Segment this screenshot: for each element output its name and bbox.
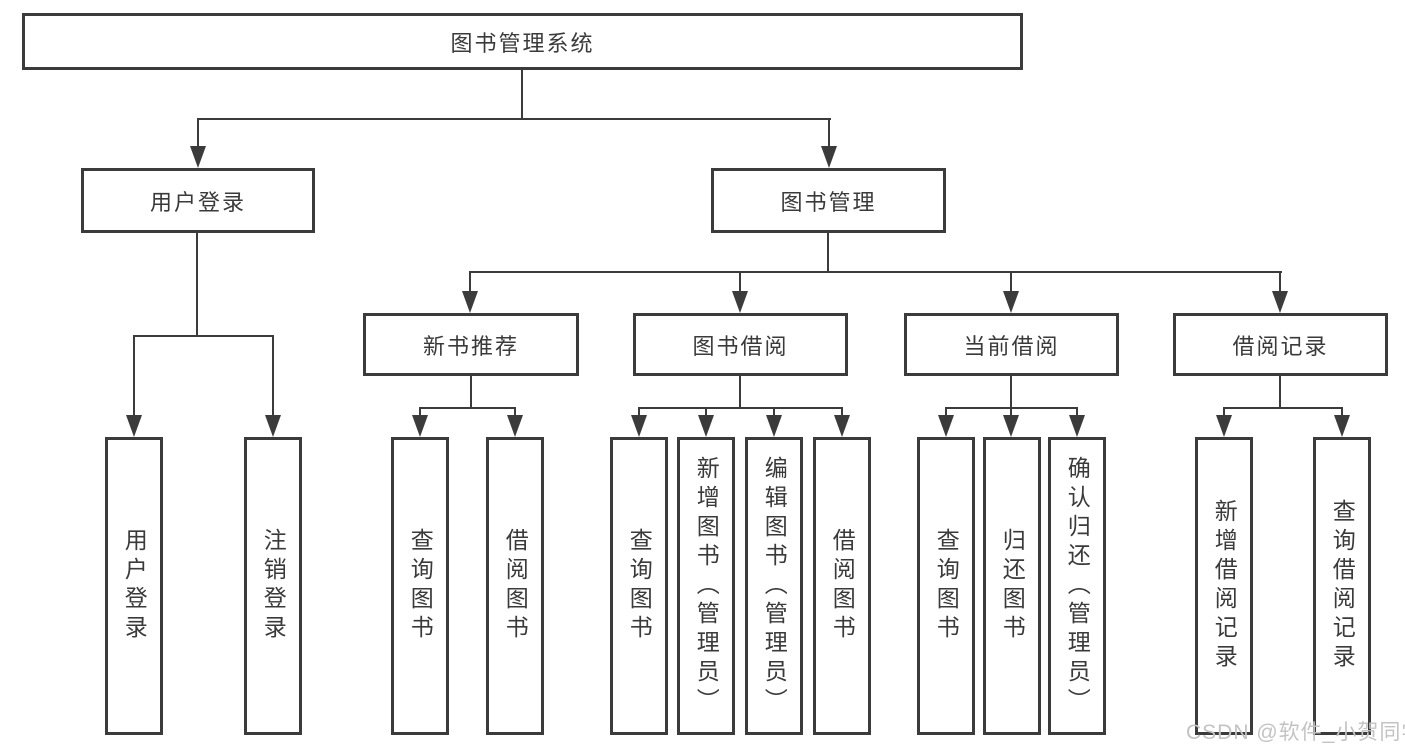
node-label: 编辑图书（管理员）: [761, 455, 788, 717]
arrow-down-icon: [766, 415, 782, 437]
arrow-down-icon: [1069, 415, 1085, 437]
arrow-down-icon: [1334, 415, 1350, 437]
leaf-borrow-books-recommend: 借阅图书: [486, 437, 544, 735]
leaf-add-books-admin: 新增图书（管理员）: [677, 437, 735, 735]
node-book-management: 图书管理: [711, 168, 946, 233]
connector-stem: [828, 118, 830, 148]
connector-stem: [945, 407, 947, 417]
arrow-down-icon: [462, 291, 478, 313]
csdn-watermark: CSDN @软件_小贺同学: [1186, 721, 1405, 744]
connector-records-spread: [1223, 407, 1343, 409]
node-label: 查询图书: [407, 528, 434, 644]
node-label: 注销登录: [260, 528, 287, 644]
connector-stem: [272, 335, 274, 417]
connector-stem: [638, 407, 640, 417]
arrow-down-icon: [126, 415, 142, 437]
node-label: 用户登录: [121, 528, 148, 644]
connector-stem: [1010, 407, 1012, 417]
node-label: 新增借阅记录: [1211, 499, 1238, 673]
connector-stem: [197, 118, 199, 148]
arrow-down-icon: [1216, 415, 1232, 437]
node-new-book-recommend: 新书推荐: [363, 313, 579, 376]
connector-login-spread: [133, 335, 274, 337]
connector-borrowing-spread: [638, 407, 843, 409]
leaf-return-books: 归还图书: [983, 437, 1041, 735]
node-current-borrowing: 当前借阅: [904, 313, 1119, 376]
node-label: 借阅记录: [1232, 333, 1329, 359]
connector-stem: [419, 407, 421, 417]
arrow-down-icon: [698, 415, 714, 437]
connector-login-down: [196, 233, 198, 337]
connector-stem: [514, 407, 516, 417]
leaf-query-books-borrowing: 查询图书: [610, 437, 668, 735]
arrow-down-icon: [412, 415, 428, 437]
arrow-down-icon: [938, 415, 954, 437]
arrow-down-icon: [834, 415, 850, 437]
leaf-query-books-current: 查询图书: [917, 437, 975, 735]
arrow-down-icon: [1003, 291, 1019, 313]
node-label: 图书管理: [780, 189, 877, 215]
connector-stem: [739, 271, 741, 293]
arrow-down-icon: [732, 291, 748, 313]
connector-stem: [1076, 407, 1078, 417]
connector-stem: [133, 335, 135, 417]
connector-recommend-spread: [419, 407, 516, 409]
node-label: 查询图书: [933, 528, 960, 644]
connector-root-down: [521, 70, 523, 118]
leaf-borrow-books-borrowing: 借阅图书: [813, 437, 871, 735]
node-label: 新增图书（管理员）: [693, 455, 720, 717]
connector-root-spread: [197, 118, 831, 120]
connector-stem: [841, 407, 843, 417]
leaf-user-login: 用户登录: [105, 437, 163, 735]
connector-mgmt-down: [827, 233, 829, 273]
node-label: 查询借阅记录: [1329, 499, 1356, 673]
connector-borrowing-down: [739, 376, 741, 409]
leaf-query-borrow-record: 查询借阅记录: [1313, 437, 1371, 735]
node-root-system: 图书管理系统: [22, 13, 1023, 70]
node-label: 用户登录: [149, 189, 246, 215]
connector-recommend-down: [470, 376, 472, 409]
leaf-confirm-return-admin: 确认归还（管理员）: [1048, 437, 1106, 735]
connector-stem: [1223, 407, 1225, 417]
connector-stem: [705, 407, 707, 417]
node-label: 新书推荐: [422, 333, 519, 359]
node-label: 图书借阅: [692, 333, 789, 359]
connector-stem: [1279, 271, 1281, 293]
connector-stem: [469, 271, 471, 293]
node-label: 当前借阅: [963, 333, 1060, 359]
node-label: 查询图书: [626, 528, 653, 644]
leaf-edit-books-admin: 编辑图书（管理员）: [745, 437, 803, 735]
leaf-query-books-recommend: 查询图书: [391, 437, 449, 735]
node-book-borrowing: 图书借阅: [633, 313, 848, 376]
arrow-down-icon: [265, 415, 281, 437]
connector-current-down: [1010, 376, 1012, 409]
arrow-down-icon: [1272, 291, 1288, 313]
node-user-login: 用户登录: [81, 168, 315, 233]
connector-stem: [773, 407, 775, 417]
connector-stem: [1010, 271, 1012, 293]
leaf-add-borrow-record: 新增借阅记录: [1195, 437, 1253, 735]
node-label: 确认归还（管理员）: [1064, 455, 1091, 717]
connector-stem: [1341, 407, 1343, 417]
connector-records-down: [1279, 376, 1281, 409]
leaf-logout: 注销登录: [244, 437, 302, 735]
node-borrowing-records: 借阅记录: [1173, 313, 1388, 376]
arrow-down-icon: [821, 146, 837, 168]
arrow-down-icon: [507, 415, 523, 437]
connector-mgmt-spread: [469, 271, 1282, 273]
arrow-down-icon: [1003, 415, 1019, 437]
arrow-down-icon: [190, 146, 206, 168]
node-label: 借阅图书: [829, 528, 856, 644]
arrow-down-icon: [631, 415, 647, 437]
node-label: 图书管理系统: [450, 30, 595, 56]
node-label: 借阅图书: [502, 528, 529, 644]
node-label: 归还图书: [999, 528, 1026, 644]
